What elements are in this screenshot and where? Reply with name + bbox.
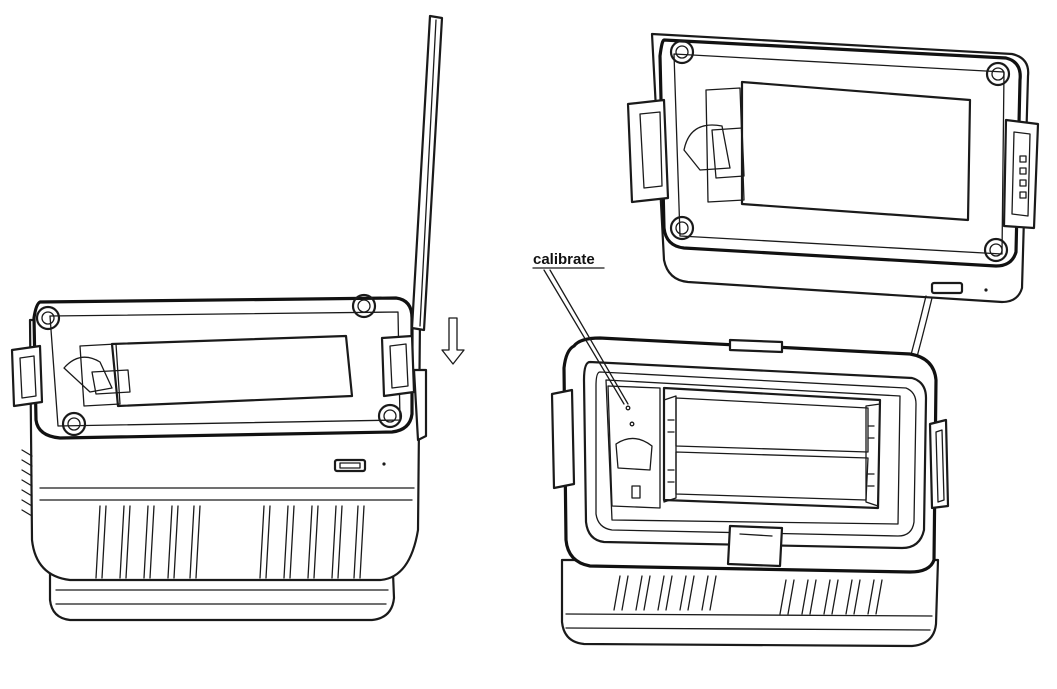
down-arrow-icon (441, 317, 465, 365)
calibrate-label: calibrate (533, 251, 595, 268)
side-grip (21, 449, 33, 517)
removed-lid (626, 32, 1040, 304)
vent-slots-left (95, 505, 201, 579)
battery-compartment (662, 386, 882, 510)
screw-holes-lid (669, 39, 1011, 263)
calibrate-callout: calibrate (532, 251, 629, 405)
side-clips-left-unit (10, 334, 428, 442)
vent-slots-housing (613, 575, 883, 615)
open-housing (550, 336, 950, 648)
led-indicator (382, 462, 386, 466)
vent-slots-right (259, 505, 365, 579)
assembled-sensor-unit (10, 293, 428, 622)
usb-port-left-unit (333, 458, 367, 473)
calibration-pin (410, 14, 444, 332)
usb-port-lid (930, 281, 964, 295)
clip-contacts (1019, 155, 1027, 199)
screw-holes-left-unit (35, 293, 403, 437)
